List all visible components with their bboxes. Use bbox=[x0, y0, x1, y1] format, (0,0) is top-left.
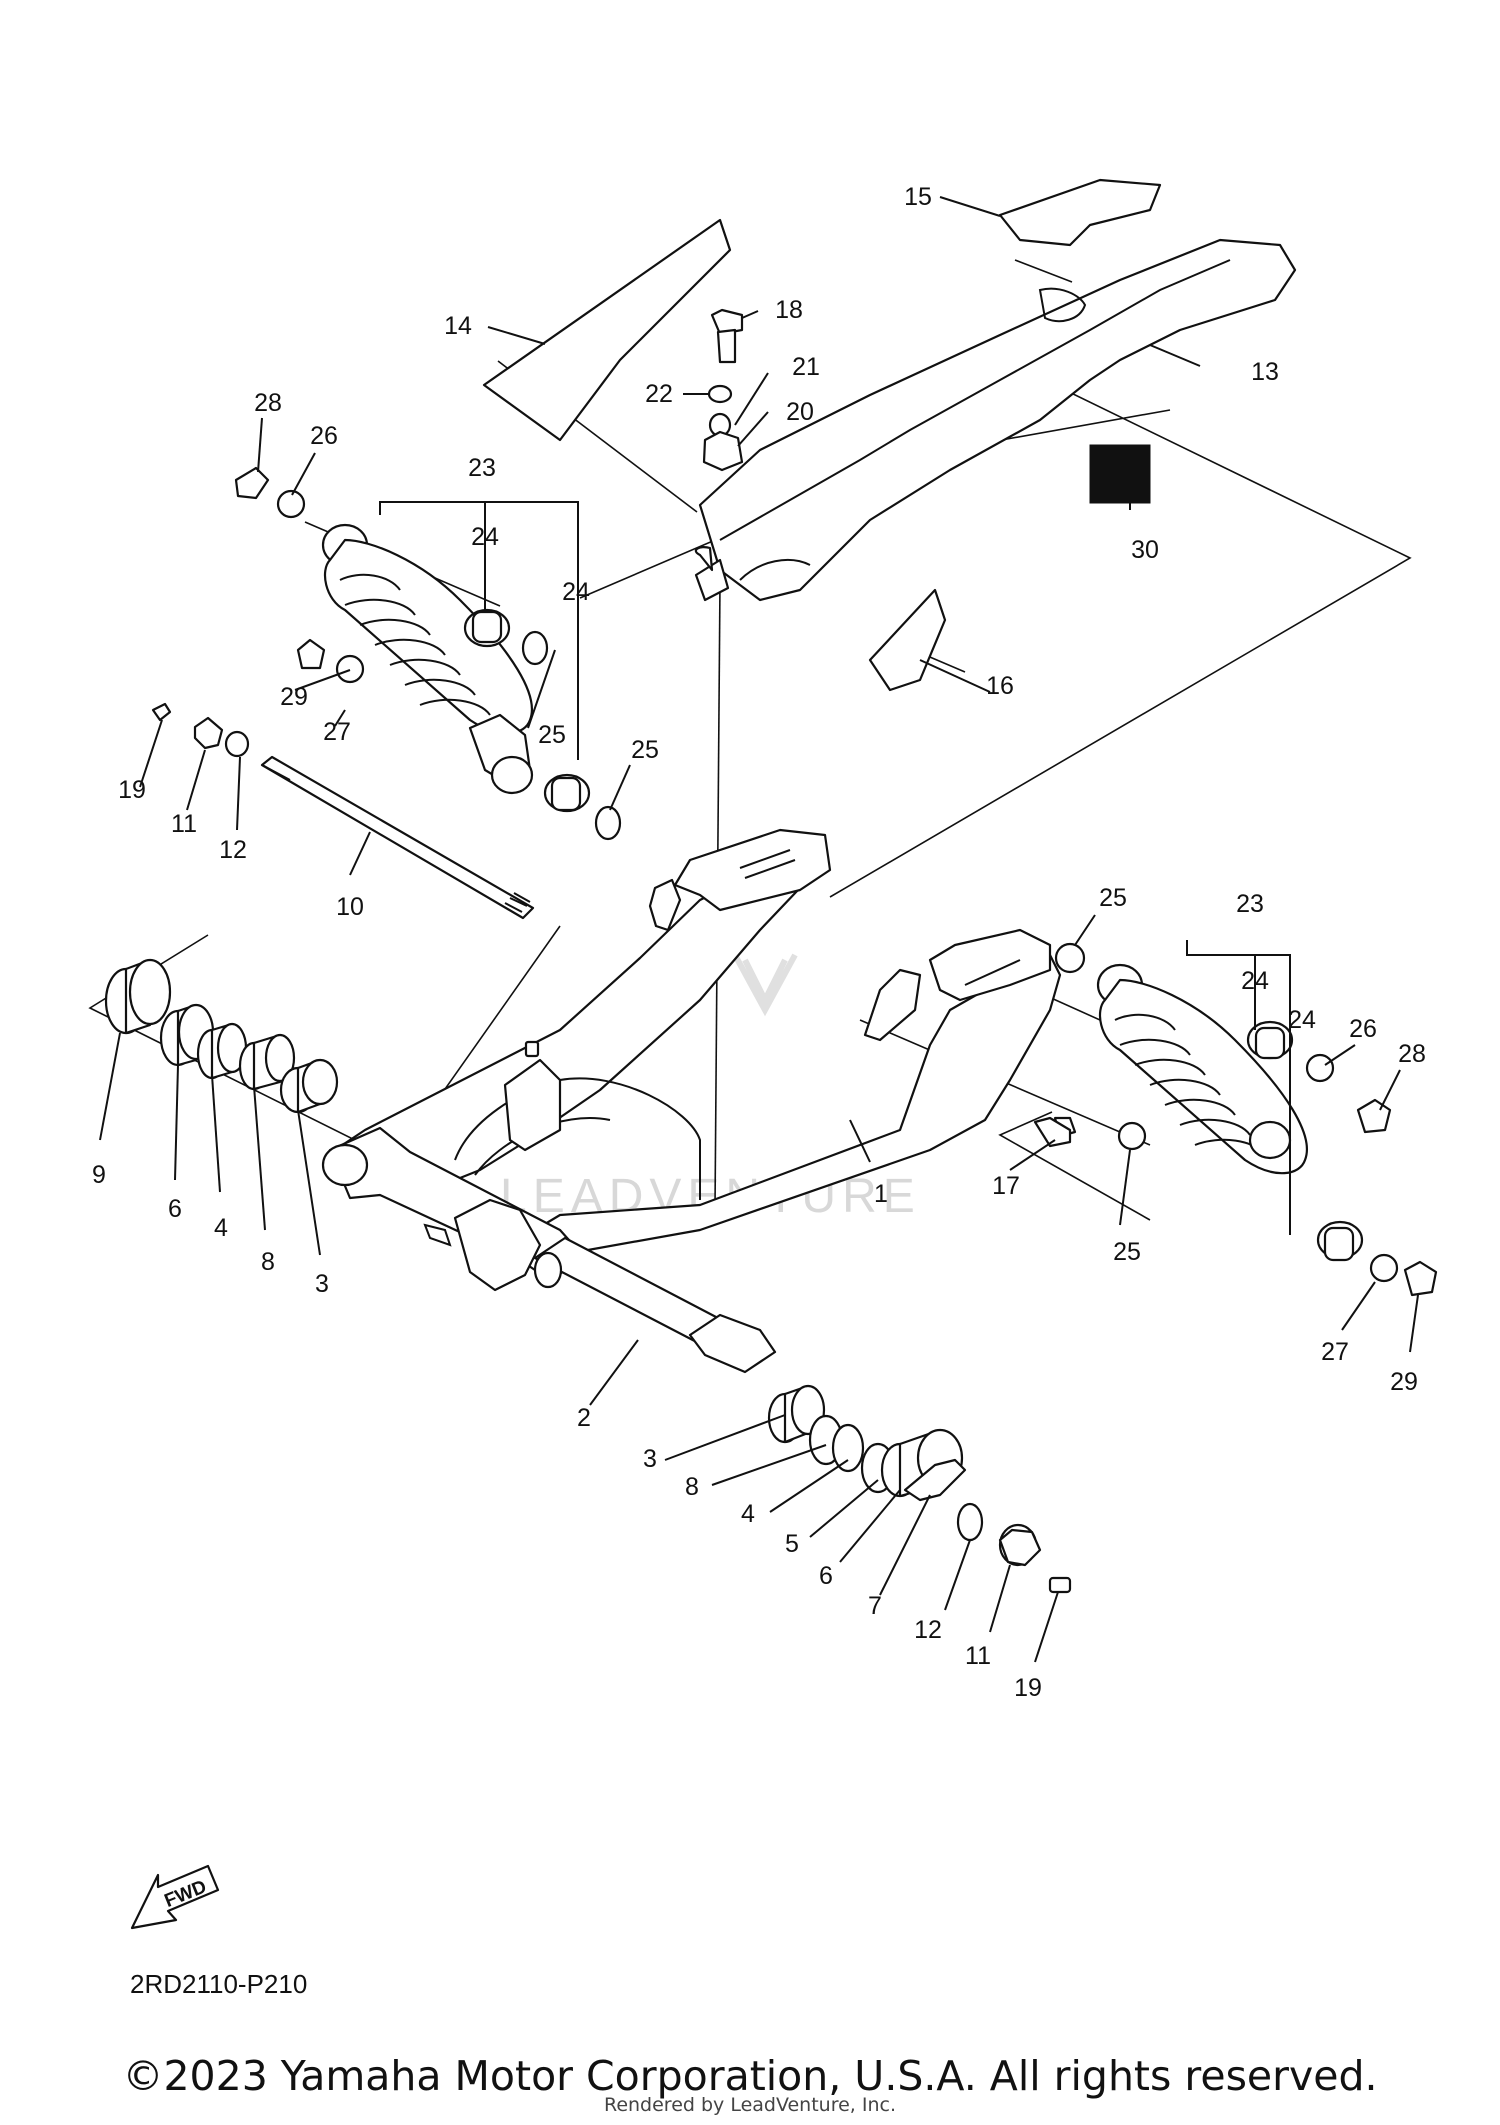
callouts: 15 14 18 22 21 20 13 28 26 23 24 24 30 1… bbox=[92, 183, 1426, 1702]
chain-case bbox=[482, 178, 1297, 692]
left-shock-absorber bbox=[151, 466, 622, 841]
callout-27: 27 bbox=[323, 718, 351, 746]
callout-8b: 8 bbox=[685, 1473, 699, 1501]
leader-lines bbox=[99, 196, 1419, 1663]
callout-23: 23 bbox=[468, 454, 496, 482]
callout-4: 4 bbox=[214, 1214, 228, 1242]
right-shock-absorber bbox=[1053, 942, 1438, 1297]
callout-9: 9 bbox=[92, 1161, 106, 1189]
fwd-arrow-icon: FWD bbox=[130, 1864, 220, 1930]
callout-1: 1 bbox=[874, 1180, 888, 1208]
callout-14: 14 bbox=[444, 312, 472, 340]
copyright-notice: ©2023 Yamaha Motor Corporation, U.S.A. A… bbox=[122, 2052, 1378, 2100]
callout-10: 10 bbox=[336, 893, 364, 921]
callout-5: 5 bbox=[785, 1530, 799, 1558]
callout-30: 30 bbox=[1131, 536, 1159, 564]
callout-23b: 23 bbox=[1236, 890, 1264, 918]
callout-12: 12 bbox=[219, 836, 247, 864]
callout-15: 15 bbox=[904, 183, 932, 211]
callout-4b: 4 bbox=[741, 1500, 755, 1528]
callout-25d: 25 bbox=[1113, 1238, 1141, 1266]
callout-20: 20 bbox=[786, 398, 814, 426]
callout-3b: 3 bbox=[643, 1445, 657, 1473]
callout-24c: 24 bbox=[1241, 967, 1269, 995]
callout-7: 7 bbox=[868, 1592, 882, 1620]
callout-24d: 24 bbox=[1288, 1006, 1316, 1034]
callout-6: 6 bbox=[168, 1195, 182, 1223]
callout-18: 18 bbox=[775, 296, 803, 324]
callout-27b: 27 bbox=[1321, 1338, 1349, 1366]
callout-29b: 29 bbox=[1390, 1368, 1418, 1396]
callout-17: 17 bbox=[992, 1172, 1020, 1200]
callout-25: 25 bbox=[538, 721, 566, 749]
callout-28: 28 bbox=[254, 389, 282, 417]
callout-22: 22 bbox=[645, 380, 673, 408]
callout-28b: 28 bbox=[1398, 1040, 1426, 1068]
left-bearing-stack bbox=[104, 958, 339, 1114]
callout-2: 2 bbox=[577, 1404, 591, 1432]
callout-21: 21 bbox=[792, 353, 820, 381]
callout-16: 16 bbox=[986, 672, 1014, 700]
mount-hardware bbox=[702, 308, 1072, 1148]
callout-25c: 25 bbox=[1099, 884, 1127, 912]
callout-3: 3 bbox=[315, 1270, 329, 1298]
pivot-shaft bbox=[533, 1236, 777, 1374]
callout-25b: 25 bbox=[631, 736, 659, 764]
callout-26: 26 bbox=[310, 422, 338, 450]
callout-24b: 24 bbox=[562, 578, 590, 606]
callout-24: 24 bbox=[471, 523, 499, 551]
callout-11: 11 bbox=[171, 810, 197, 838]
callout-19b: 19 bbox=[1014, 1674, 1042, 1702]
right-bearing-stack bbox=[767, 1384, 1072, 1594]
callout-6b: 6 bbox=[819, 1562, 833, 1590]
pivot-bolt-10 bbox=[260, 755, 535, 920]
swingarm bbox=[321, 828, 1062, 1292]
callout-11b: 11 bbox=[965, 1642, 991, 1670]
rendered-by-notice: Rendered by LeadVenture, Inc. bbox=[603, 2094, 897, 2116]
callout-12b: 12 bbox=[914, 1616, 942, 1644]
diagram-code: 2RD2110-P210 bbox=[130, 1969, 307, 1999]
callout-19: 19 bbox=[118, 776, 146, 804]
callout-13: 13 bbox=[1251, 358, 1279, 386]
callout-26b: 26 bbox=[1349, 1015, 1377, 1043]
callout-8: 8 bbox=[261, 1248, 275, 1276]
callout-29: 29 bbox=[280, 683, 308, 711]
